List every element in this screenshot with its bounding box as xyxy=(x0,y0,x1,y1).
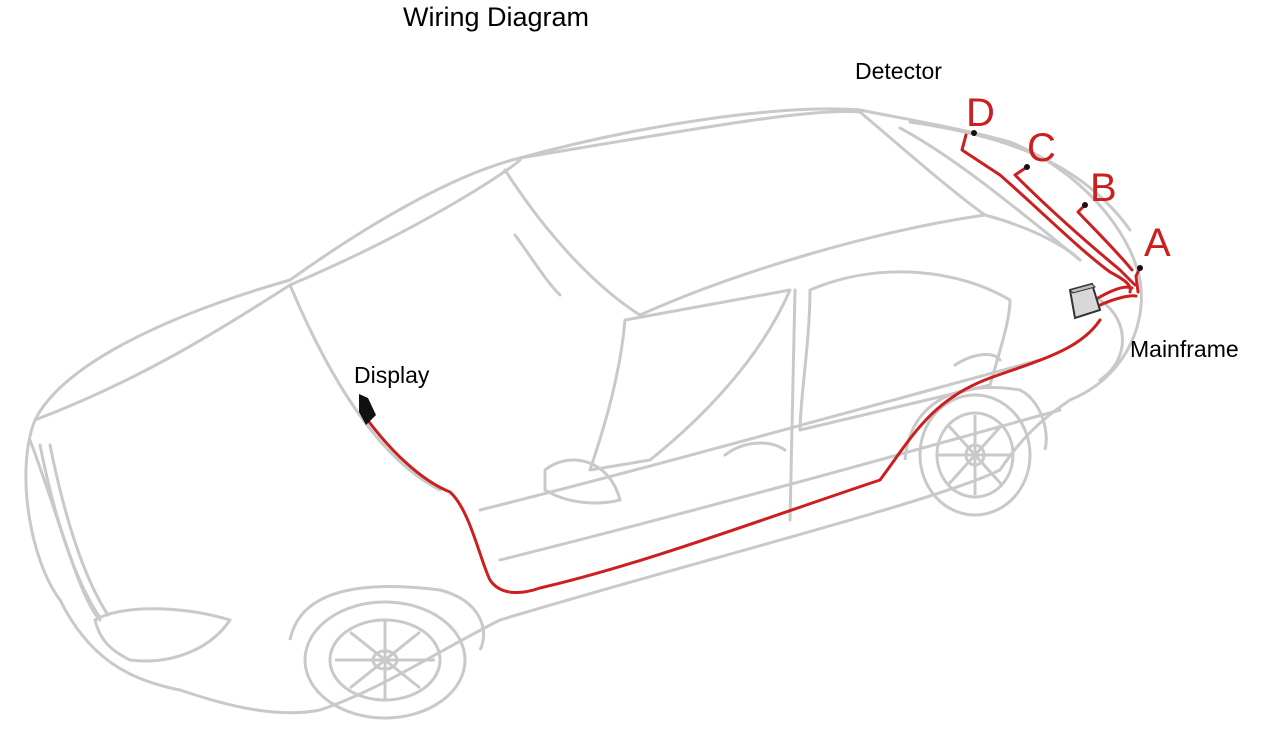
wiring-harness xyxy=(364,133,1142,594)
sensor-points xyxy=(971,130,1143,271)
display-wire xyxy=(364,318,1102,594)
car-body-outline xyxy=(24,107,1143,715)
display-unit-icon xyxy=(359,394,376,425)
front-wheel xyxy=(288,585,486,720)
wire-b xyxy=(1076,203,1134,272)
detector-label: Detector xyxy=(855,58,942,84)
wire-d xyxy=(960,133,1132,294)
wire-c xyxy=(1013,165,1137,287)
page-title: Wiring Diagram xyxy=(403,2,590,32)
mainframe-label: Mainframe xyxy=(1130,336,1239,362)
sensor-label-a: A xyxy=(1144,221,1171,265)
sensor-label-c: C xyxy=(1027,126,1056,170)
rear-wheel xyxy=(903,386,1048,517)
sensor-label-b: B xyxy=(1090,166,1117,210)
sensor-label-d: D xyxy=(966,91,995,135)
mainframe-unit-icon xyxy=(1068,282,1102,320)
display-label: Display xyxy=(354,362,430,388)
